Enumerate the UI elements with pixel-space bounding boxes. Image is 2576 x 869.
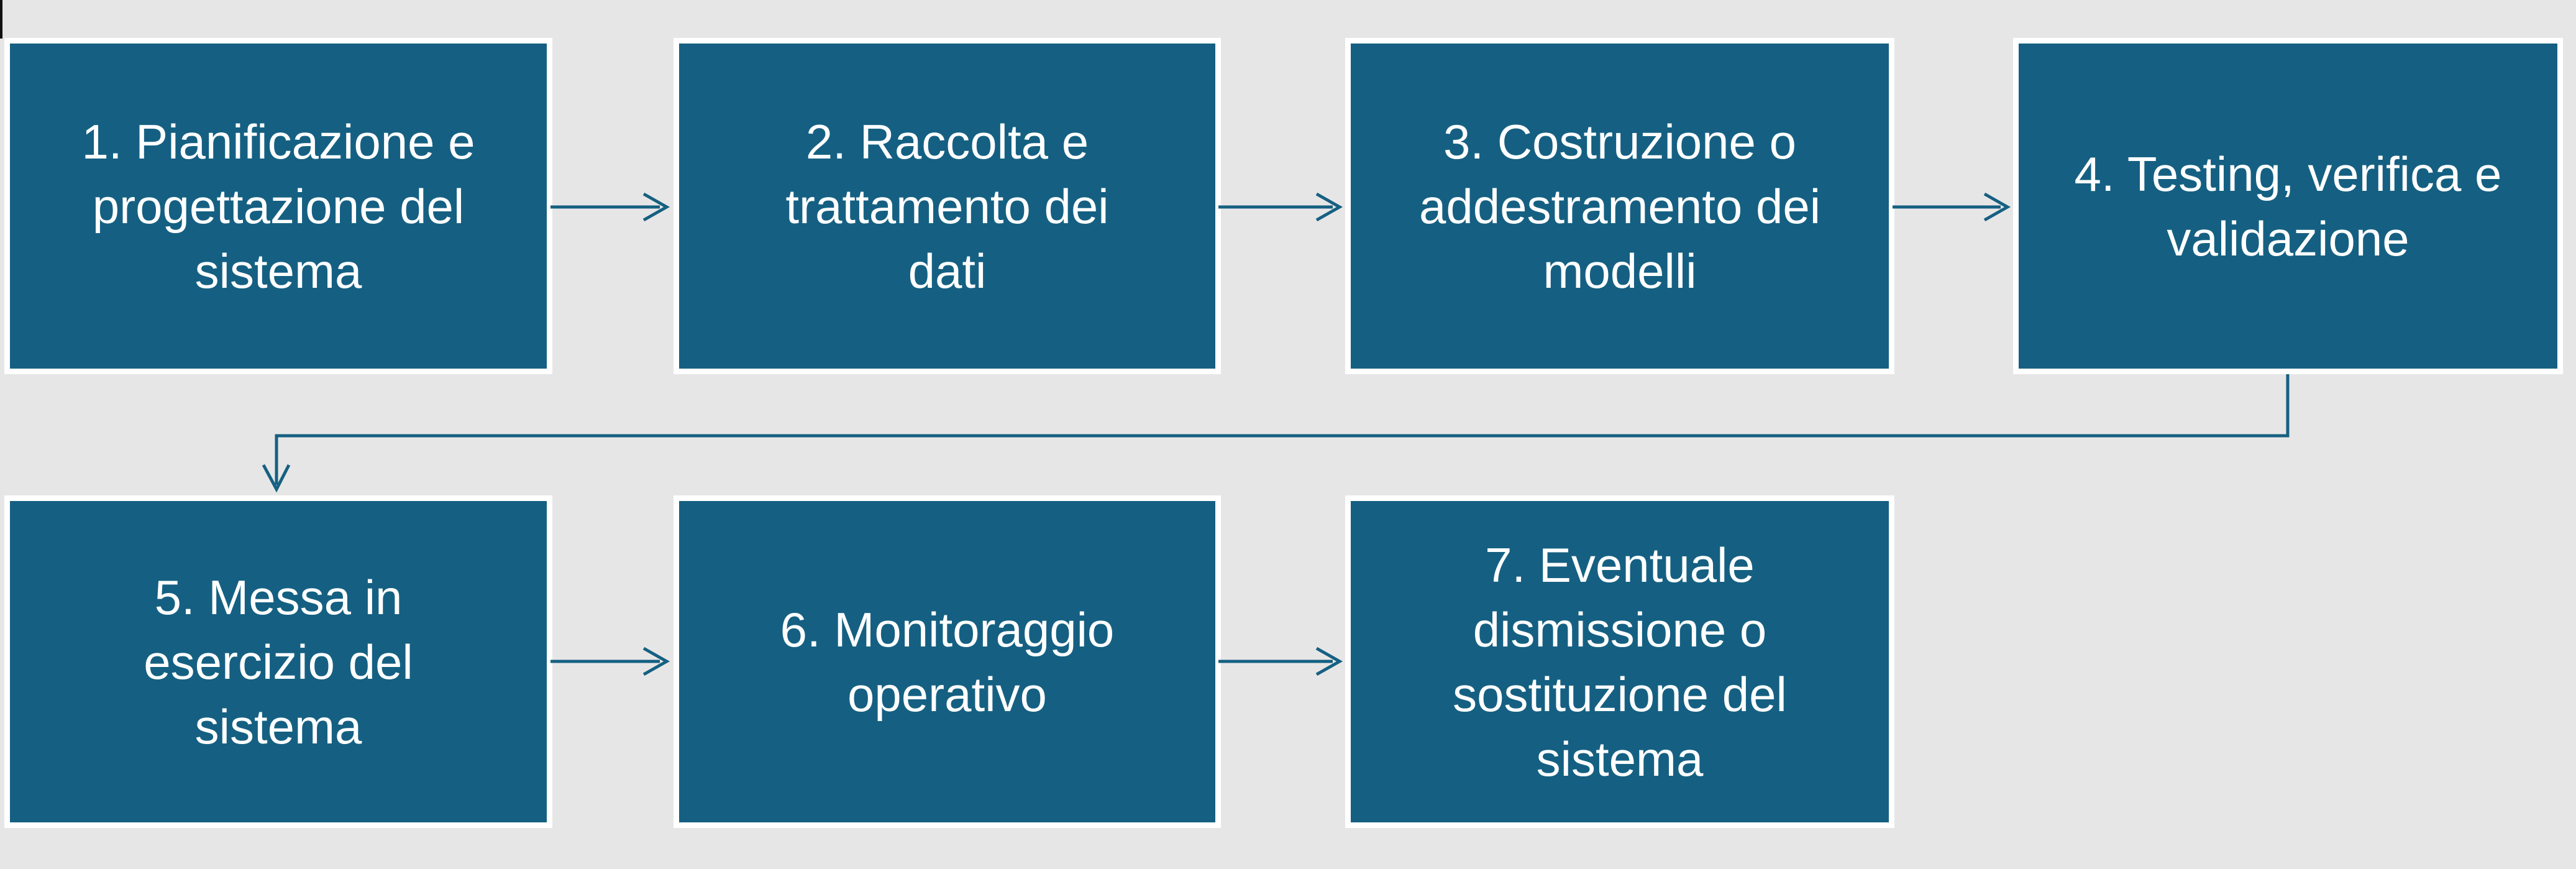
step-box-7: 7. Eventuale dismissione o sostituzione … — [1345, 495, 1894, 828]
step-box-4: 4. Testing, verifica e validazione — [2013, 38, 2563, 374]
step-label-4: 4. Testing, verifica e validazione — [2074, 146, 2502, 266]
arrow-3-to-4 — [1893, 192, 2011, 222]
step-box-5: 5. Messa in esercizio del sistema — [4, 495, 552, 828]
arrow-4-to-5-elbow — [262, 374, 2290, 493]
arrow-5-to-6 — [550, 646, 670, 676]
step-box-2: 2. Raccolta e trattamento dei dati — [674, 38, 1221, 374]
arrow-2-to-3 — [1218, 192, 1343, 222]
arrow-6-to-7 — [1218, 646, 1343, 676]
screen-edge-artifact — [0, 0, 2, 39]
step-label-1: 1. Pianificazione e progettazione del si… — [81, 114, 475, 298]
step-box-1: 1. Pianificazione e progettazione del si… — [4, 38, 552, 374]
step-label-7: 7. Eventuale dismissione o sostituzione … — [1453, 537, 1787, 786]
step-label-3: 3. Costruzione o addestramento dei model… — [1418, 114, 1821, 298]
step-label-2: 2. Raccolta e trattamento dei dati — [785, 114, 1109, 298]
step-box-6: 6. Monitoraggio operativo — [674, 495, 1221, 828]
arrow-1-to-2 — [550, 192, 670, 222]
step-label-5: 5. Messa in esercizio del sistema — [144, 569, 413, 754]
step-box-3: 3. Costruzione o addestramento dei model… — [1345, 38, 1894, 374]
step-label-6: 6. Monitoraggio operativo — [780, 602, 1115, 722]
